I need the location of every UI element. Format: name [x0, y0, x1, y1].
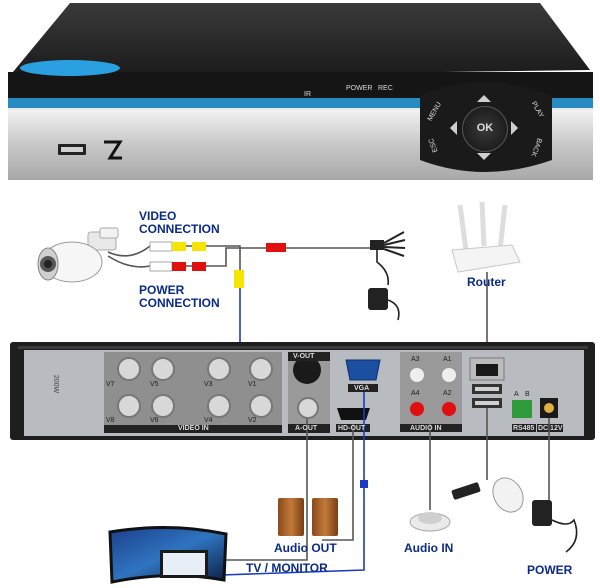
channel-a1: A1: [443, 356, 452, 363]
channel-v8: V8: [106, 417, 115, 424]
power-connection-line1: POWER: [139, 283, 185, 297]
rs485-pin-b: B: [525, 391, 530, 398]
bnc-connector-a-out: [297, 397, 319, 419]
dc-12v-label: DC 12V: [538, 425, 563, 432]
audio-in-label: Audio IN: [404, 541, 454, 555]
bnc-connector-v8: [117, 394, 141, 418]
bnc-connector-v4: [207, 394, 231, 418]
channel-v7: V7: [106, 381, 115, 388]
hd-out-label: HD-OUT: [338, 425, 366, 432]
power-label: POWER: [527, 563, 573, 577]
channel-v5: V5: [150, 381, 159, 388]
vga-label: VGA: [354, 385, 370, 392]
channel-v4: V4: [204, 417, 213, 424]
nav-ok-button[interactable]: OK: [462, 106, 508, 152]
a-out-label: A-OUT: [295, 425, 318, 432]
bnc-connector-v1: [249, 357, 273, 381]
power-adapter: [532, 500, 578, 553]
video-in-label: VIDEO IN: [178, 425, 209, 432]
power-splitter: [368, 231, 406, 321]
video-connection-line2: CONNECTION: [139, 222, 220, 236]
rca-connector-a2: [440, 400, 458, 418]
nav-up-arrow[interactable]: [477, 95, 491, 102]
bnc-connector-v7: [117, 357, 141, 381]
nav-down-arrow[interactable]: [477, 153, 491, 160]
bullet-camera: [37, 227, 119, 283]
channel-v2: V2: [248, 417, 257, 424]
speakers: [278, 498, 338, 536]
indicator-rec: REC: [378, 85, 393, 92]
router-label: Router: [467, 275, 506, 289]
microphone: [409, 512, 451, 532]
channel-v6: V6: [150, 417, 159, 424]
audio-out-label: Audio OUT: [274, 541, 337, 555]
channel-v3: V3: [204, 381, 213, 388]
ok-label: OK: [476, 122, 494, 134]
channel-a4: A4: [411, 390, 420, 397]
v-out-label: V-OUT: [293, 353, 315, 360]
channel-a3: A3: [411, 356, 420, 363]
rs485-pin-a: A: [514, 391, 519, 398]
nav-right-arrow[interactable]: [511, 121, 518, 135]
usb-devices: [451, 477, 524, 513]
rca-connector-a3: [408, 366, 426, 384]
output-cables: [221, 392, 550, 576]
tv-monitor-label: TV / MONITOR: [246, 561, 328, 575]
channel-a2: A2: [443, 390, 452, 397]
nav-left-arrow[interactable]: [450, 121, 457, 135]
model-label: 200W: [52, 374, 60, 394]
audio-in-label-panel: AUDIO IN: [410, 425, 442, 432]
rca-connector-a4: [408, 400, 426, 418]
bnc-connector-v2: [249, 394, 273, 418]
rs485-label: RS485: [513, 425, 535, 432]
monitor: [108, 525, 228, 584]
video-connection-label: VIDEO CONNECTION: [139, 210, 220, 236]
camera-cables: [107, 241, 374, 368]
bnc-connector-v5: [151, 357, 175, 381]
indicator-power: POWER: [346, 85, 373, 92]
power-connection-label: POWER CONNECTION: [139, 284, 220, 310]
power-connection-line2: CONNECTION: [139, 296, 220, 310]
rca-connector-a1: [440, 366, 458, 384]
bnc-connector-v3: [207, 357, 231, 381]
bnc-connector-v6: [151, 394, 175, 418]
channel-v1: V1: [248, 381, 257, 388]
dvr-front-unit: [8, 3, 593, 180]
indicator-ir: IR: [304, 91, 311, 98]
router: [451, 201, 521, 362]
video-connection-line1: VIDEO: [139, 209, 177, 223]
